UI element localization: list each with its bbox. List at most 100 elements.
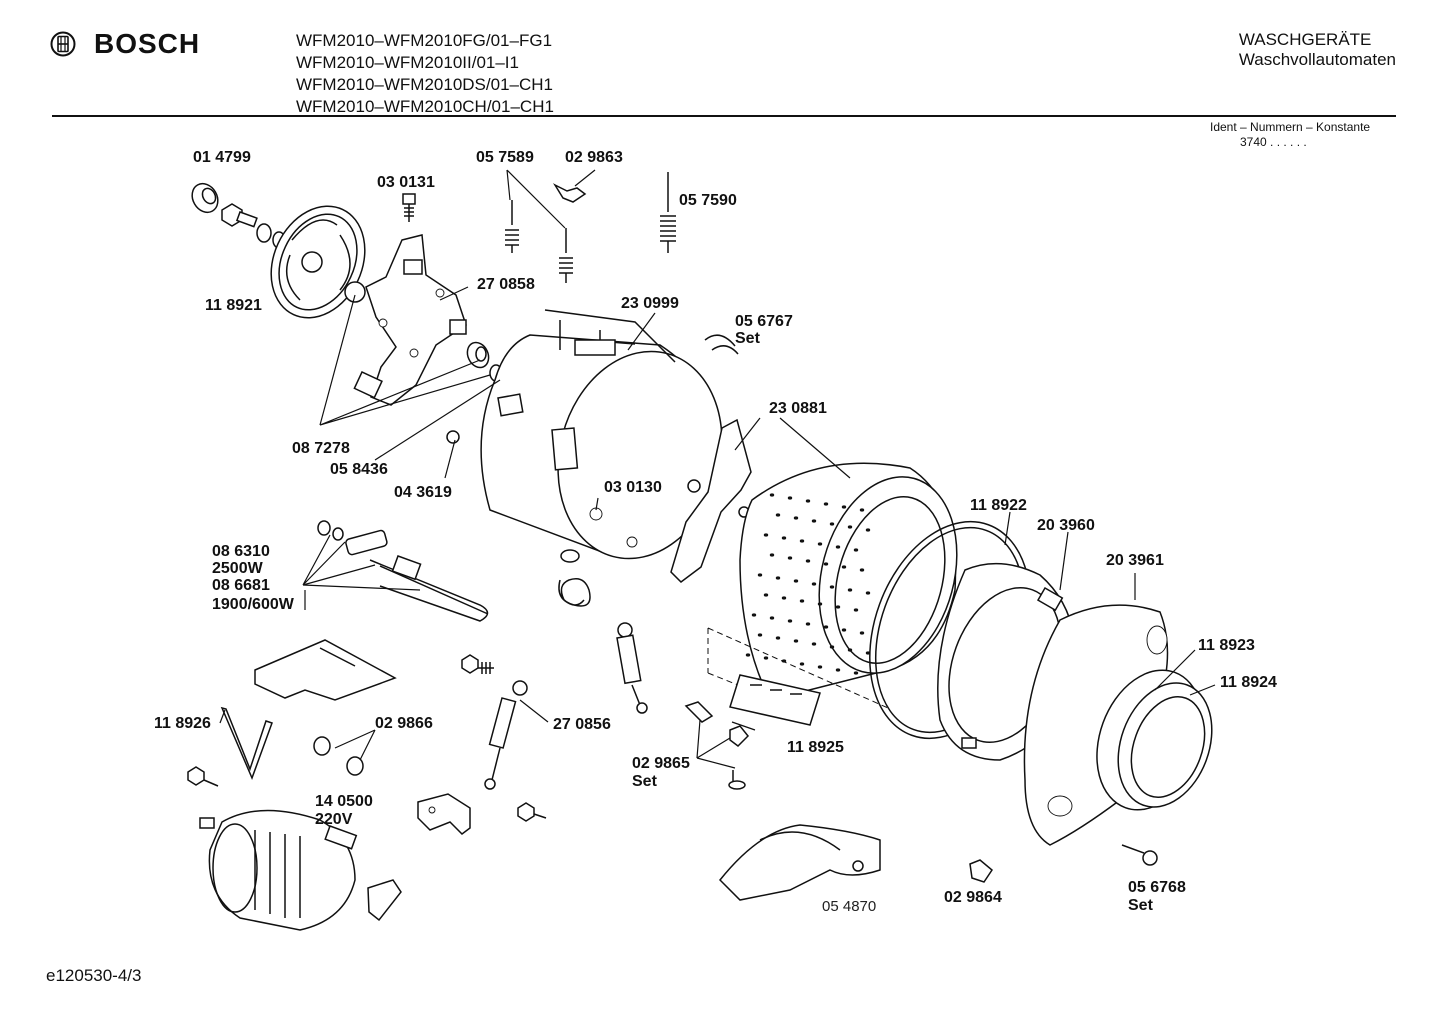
springs-small-drawing (505, 200, 573, 283)
drum-hole (829, 645, 835, 649)
drum-hole (751, 613, 757, 617)
drum-hole (745, 653, 751, 657)
drum-hole (859, 631, 865, 635)
ident-label: Ident – Nummern – Konstante (1210, 120, 1371, 134)
bearing-bracket-drawing (353, 234, 467, 406)
drum-hole (763, 533, 769, 537)
drum-hole (787, 496, 793, 500)
foot-screw-drawing (517, 802, 547, 822)
part-label: 04 3619 (394, 484, 452, 501)
nut-drawing (446, 430, 460, 444)
part-label: 11 8921 (205, 297, 262, 314)
mounting-bracket-drawing (417, 793, 471, 835)
drum-hole (811, 582, 817, 586)
drum-hole (859, 508, 865, 512)
grommets-drawing (313, 736, 364, 776)
drum-hole (841, 628, 847, 632)
part-label: 02 9865 (632, 755, 690, 772)
drum-hole (853, 548, 859, 552)
part-label: 08 6310 (212, 543, 270, 560)
drum-hole (805, 499, 811, 503)
drum-hole (835, 605, 841, 609)
part-labels: 01 4799 03 0131 05 7589 02 9863 05 7590 … (154, 149, 1277, 915)
drum-hole (805, 559, 811, 563)
part-label: 20 3960 (1037, 517, 1095, 534)
spring-large-drawing (660, 172, 676, 253)
part-label: 05 7590 (679, 192, 737, 209)
part-label: 05 7589 (476, 149, 534, 166)
part-label-note: 1900/600W (212, 596, 295, 613)
drum-hole (775, 576, 781, 580)
drum-hole (817, 602, 823, 606)
drum-hole (793, 516, 799, 520)
part-label: 03 0131 (377, 174, 435, 191)
part-label: 11 8926 (154, 715, 211, 732)
drum-hole (763, 593, 769, 597)
clamp-set-drawing (704, 334, 739, 355)
drum-hole (847, 588, 853, 592)
part-label: 05 6767 (735, 313, 793, 330)
drum-hole (763, 656, 769, 660)
ident-value: 3740 . . . . . . (1240, 135, 1307, 149)
drum-hole (769, 553, 775, 557)
drum-hole (805, 622, 811, 626)
drum-hole (799, 539, 805, 543)
drum-hole (859, 568, 865, 572)
small-bolt-drawing (461, 654, 494, 674)
part-label: 23 0999 (621, 295, 679, 312)
brand-header: BOSCH (50, 28, 200, 60)
drum-spider-drawing (670, 418, 752, 583)
drum-hole (817, 542, 823, 546)
drum-hole (811, 519, 817, 523)
drum-hole (835, 545, 841, 549)
category-subtitle: Waschvollautomaten (1238, 50, 1396, 69)
drum-hole (793, 579, 799, 583)
part-label-note: Set (735, 330, 761, 347)
brand-name: BOSCH (94, 28, 201, 59)
part-label: 27 0858 (477, 276, 535, 293)
part-label: 03 0130 (604, 479, 662, 496)
part-label: 02 9863 (565, 149, 623, 166)
header-divider (52, 115, 1396, 117)
model-line: WFM2010–WFM2010CH/01–CH1 (296, 97, 554, 116)
leader-lines (219, 169, 1216, 769)
bracket-plate-drawing (254, 639, 397, 701)
drum-hole (847, 648, 853, 652)
drum-hole (769, 493, 775, 497)
drum-hole (847, 525, 853, 529)
category-heading: WASCHGERÄTE Waschvollautomaten (1239, 30, 1396, 70)
drum-hole (799, 662, 805, 666)
drawing-code: e120530-4/3 (46, 966, 142, 985)
category-title: WASCHGERÄTE (1238, 30, 1372, 49)
bolt-washers-drawing (221, 203, 286, 249)
screw-drawing (402, 193, 416, 222)
part-label: 11 8923 (1198, 637, 1255, 654)
bosch-logo-icon (50, 31, 76, 57)
drum-hole (817, 665, 823, 669)
drum-perforations (745, 493, 871, 675)
part-label: 27 0856 (553, 716, 611, 733)
bushing-drawing (191, 182, 219, 214)
drum-hole (829, 585, 835, 589)
drum-hole (769, 616, 775, 620)
drum-hole (823, 625, 829, 629)
door-lock-set-drawing (684, 701, 750, 790)
drum-hole (757, 633, 763, 637)
drum-hole (841, 505, 847, 509)
drum-hole (781, 596, 787, 600)
model-line: WFM2010–WFM2010II/01–I1 (296, 53, 519, 72)
part-label: 02 9866 (375, 715, 433, 732)
drum-hole (775, 513, 781, 517)
model-line: WFM2010–WFM2010FG/01–FG1 (296, 31, 553, 50)
shock-absorber-long-drawing (484, 680, 528, 790)
shock-absorber-short-drawing (616, 622, 648, 714)
heating-element-drawing (317, 520, 489, 622)
drum-hole (757, 573, 763, 577)
drive-belt-drawing (220, 706, 273, 781)
hinge-drawing (718, 824, 881, 901)
part-label-note: Set (632, 773, 658, 790)
part-label: 11 8924 (1220, 674, 1277, 691)
drum-hole (823, 502, 829, 506)
